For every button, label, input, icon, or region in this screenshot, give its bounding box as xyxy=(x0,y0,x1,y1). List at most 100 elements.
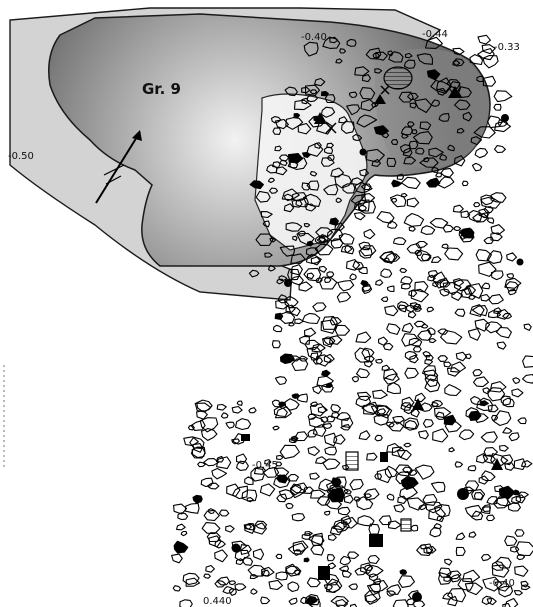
stone-outline xyxy=(435,411,445,420)
stone-outline xyxy=(306,240,314,247)
stone-outline xyxy=(197,461,206,468)
stone-outline xyxy=(375,51,388,61)
stone-outline xyxy=(463,486,475,494)
stone-outline xyxy=(520,580,529,588)
stone-outline xyxy=(412,346,422,353)
stone-outline xyxy=(399,267,408,273)
stone-outline xyxy=(315,456,328,465)
stone-outline xyxy=(375,279,384,286)
stone-outline xyxy=(381,364,391,371)
stone-outline xyxy=(249,574,259,580)
stone-outline xyxy=(355,395,372,407)
stone-outline xyxy=(214,549,228,563)
stone-outline xyxy=(485,514,496,522)
stone-outline xyxy=(438,113,450,122)
stone-outline xyxy=(309,472,320,480)
stone-outline xyxy=(349,273,357,281)
stone-outline xyxy=(356,391,372,402)
stone-outline xyxy=(405,304,416,313)
stone-outline xyxy=(316,237,327,244)
stone-outline xyxy=(374,473,383,480)
stone-outline xyxy=(366,452,378,461)
stone-outline xyxy=(278,275,288,282)
stone-outline xyxy=(435,172,443,178)
stone-outline xyxy=(303,223,311,228)
stone-outline xyxy=(314,235,326,244)
stone-outline xyxy=(222,586,235,594)
stone-outline xyxy=(447,595,458,607)
stone-outline xyxy=(182,572,200,586)
stone-outline xyxy=(294,318,304,325)
stone-outline xyxy=(438,567,452,578)
stone-outline xyxy=(412,600,426,607)
stone-outline xyxy=(490,224,506,236)
stone-outline xyxy=(374,434,383,442)
stone-outline xyxy=(279,444,300,460)
stone-outline xyxy=(285,304,296,313)
stone-outline xyxy=(439,288,451,297)
stone-outline xyxy=(310,256,321,266)
stone-outline xyxy=(496,341,507,350)
stone-outline xyxy=(500,395,512,406)
stone-outline xyxy=(422,350,431,358)
stone-outline xyxy=(476,75,484,83)
stone-outline xyxy=(312,385,322,395)
stone-outline xyxy=(383,373,400,385)
stone-outline xyxy=(236,400,243,406)
stone-outline xyxy=(335,58,343,64)
stone-outline xyxy=(207,508,215,515)
stone-outline xyxy=(506,273,515,279)
stone-outline xyxy=(455,351,468,362)
stone-outline xyxy=(303,193,322,207)
stone-outline xyxy=(339,48,347,54)
stone-outline xyxy=(482,75,497,87)
stone-outline xyxy=(244,523,255,531)
stone-outline xyxy=(361,401,379,415)
stone-outline xyxy=(427,270,439,279)
stone-outline xyxy=(444,558,453,566)
stone-outline xyxy=(255,233,274,246)
stone-outline xyxy=(303,41,319,57)
stone-outline xyxy=(306,597,321,607)
stone-outline xyxy=(409,302,421,310)
stone-outline xyxy=(323,510,331,516)
stone-outline xyxy=(372,52,380,59)
stone-outline xyxy=(464,504,483,517)
stone-outline xyxy=(452,60,461,66)
stone-outline xyxy=(388,51,404,63)
stone-outline xyxy=(234,418,252,431)
stone-outline xyxy=(206,482,220,490)
stone-outline xyxy=(312,423,327,437)
stone-outline xyxy=(285,222,303,232)
stone-outline xyxy=(391,179,403,188)
stone-outline xyxy=(398,91,414,103)
stone-outline xyxy=(218,509,230,517)
stone-outline xyxy=(338,233,355,245)
stone-outline xyxy=(385,421,395,428)
stone-outline xyxy=(279,311,296,324)
stone-outline xyxy=(295,197,309,208)
stone-outline xyxy=(477,34,491,45)
stone-outline xyxy=(287,268,301,281)
stone-outline xyxy=(386,157,397,167)
stone-outline xyxy=(491,560,504,571)
stone-outline xyxy=(427,274,436,282)
stone-outline xyxy=(500,454,514,466)
stone-outline xyxy=(287,581,300,593)
stone-outline xyxy=(443,575,452,583)
stone-outline xyxy=(486,495,498,505)
stone-outline xyxy=(359,168,370,177)
stone-outline xyxy=(430,99,440,107)
stone-outline xyxy=(495,326,512,339)
stone-outline xyxy=(386,285,395,293)
stone-outline xyxy=(389,194,407,208)
stone-outline xyxy=(424,36,443,49)
stone-outline xyxy=(502,427,513,434)
stone-outline xyxy=(476,397,493,411)
stone-outline xyxy=(335,197,343,204)
cross-marker-icon xyxy=(325,122,337,134)
stone-outline xyxy=(300,596,310,605)
stone-outline xyxy=(365,593,378,603)
stone-outline xyxy=(366,583,381,596)
stone-outline xyxy=(172,585,182,592)
